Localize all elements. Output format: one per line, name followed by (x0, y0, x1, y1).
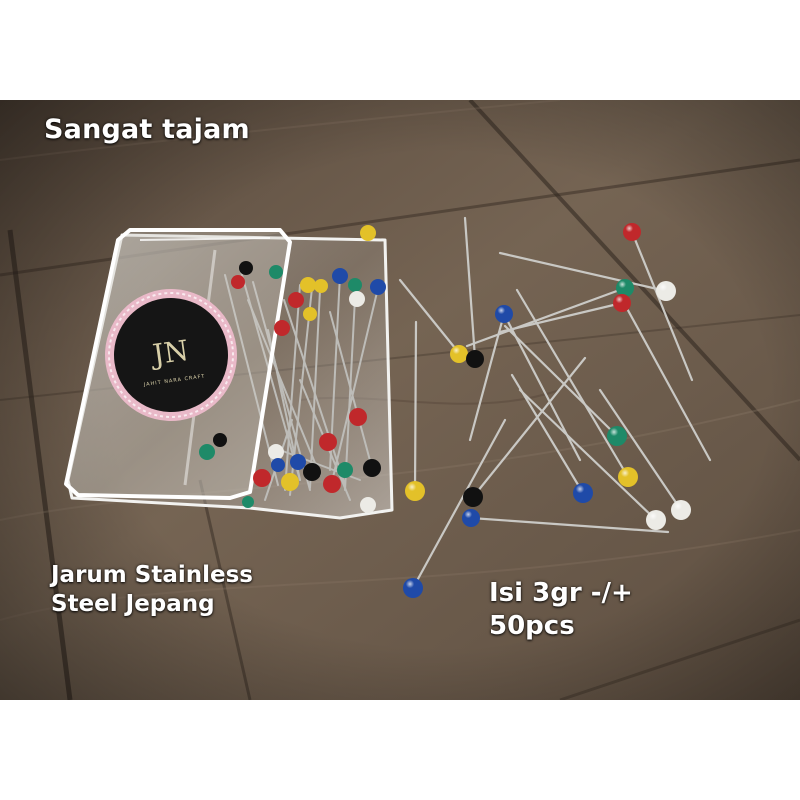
caption-line: Isi 3gr -/+ (489, 578, 633, 608)
pin-head (463, 487, 483, 507)
product-photo: JN JAHIT NARA CRAFT (0, 100, 800, 700)
caption-package-contents: Isi 3gr -/+ 50pcs (489, 577, 633, 643)
caption-very-sharp: Sangat tajam (44, 114, 250, 145)
logo-monogram: JN (148, 334, 191, 372)
photo-canvas: JN JAHIT NARA CRAFT (0, 100, 800, 700)
loose-pins (398, 216, 712, 598)
caption-line: 50pcs (489, 611, 575, 641)
caption-line: Steel Jepang (51, 591, 215, 617)
pin-head (466, 350, 484, 368)
caption-needle-material: Jarum Stainless Steel Jepang (51, 561, 253, 619)
brand-logo-sticker: JN JAHIT NARA CRAFT (105, 289, 237, 421)
pin-heads-in-box (199, 225, 386, 513)
caption-line: Jarum Stainless (51, 562, 253, 588)
plastic-pin-box: JN JAHIT NARA CRAFT (64, 225, 394, 520)
